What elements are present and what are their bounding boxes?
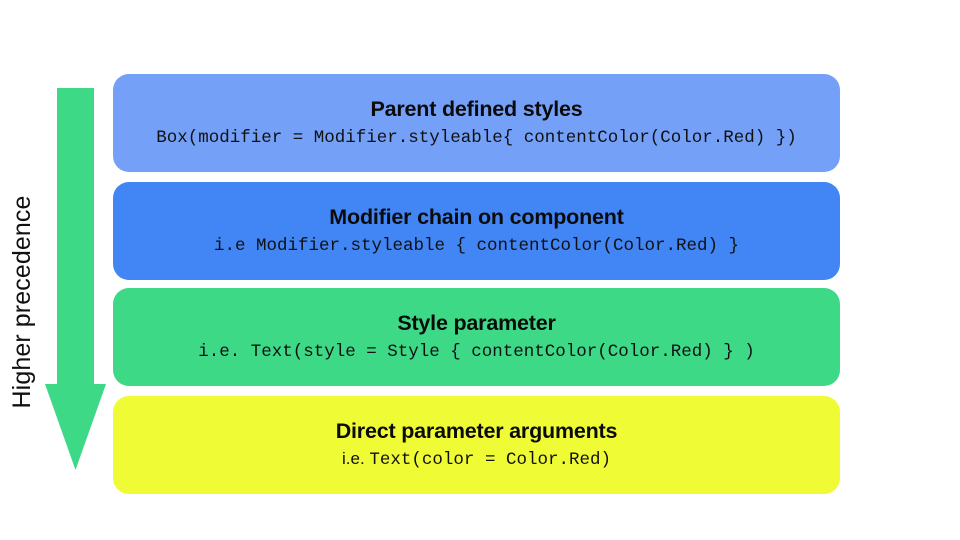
level-title: Parent defined styles <box>370 96 583 121</box>
level-style-parameter[interactable]: Style parameter i.e. Text(style = Style … <box>113 288 840 386</box>
downward-arrow-icon <box>45 88 106 470</box>
level-direct-parameter-arguments[interactable]: Direct parameter arguments i.e. Text(col… <box>113 396 840 494</box>
level-subtitle: i.e Modifier.styleable { contentColor(Co… <box>214 235 739 257</box>
level-title: Style parameter <box>397 310 556 335</box>
downward-arrow-svg <box>45 88 106 470</box>
level-subtitle-code: i.e. Text(style = Style { contentColor(C… <box>198 342 755 363</box>
level-subtitle-code: Box(modifier = Modifier.styleable{ conte… <box>156 128 797 149</box>
level-subtitle: i.e. Text(style = Style { contentColor(C… <box>198 341 755 363</box>
level-parent-defined-styles[interactable]: Parent defined styles Box(modifier = Mod… <box>113 74 840 172</box>
level-subtitle: Box(modifier = Modifier.styleable{ conte… <box>156 127 797 149</box>
level-modifier-chain-on-component[interactable]: Modifier chain on component i.e Modifier… <box>113 182 840 280</box>
level-subtitle-prefix: i.e. <box>342 449 370 469</box>
level-subtitle-code: i.e Modifier.styleable { contentColor(Co… <box>213 236 740 257</box>
axis-label-higher-precedence: Higher precedence <box>7 195 36 409</box>
level-subtitle-code: Text(color = Color.Red) <box>369 450 611 471</box>
level-title: Modifier chain on component <box>329 204 624 229</box>
level-subtitle: i.e. Text(color = Color.Red) <box>342 449 611 471</box>
level-title: Direct parameter arguments <box>335 418 618 443</box>
